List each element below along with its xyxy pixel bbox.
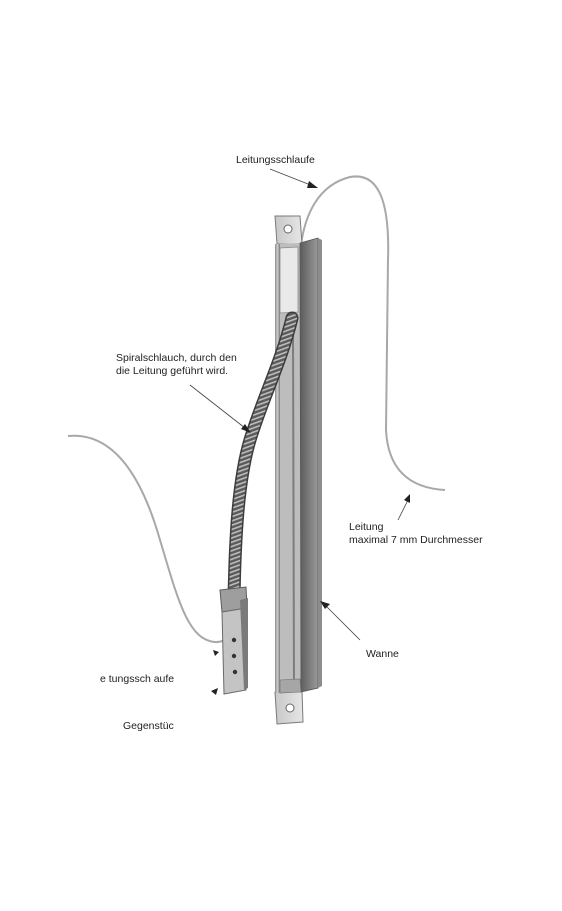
label-spiralschlauch-line1: Spiralschlauch, durch den	[116, 352, 237, 364]
spiralschlauch-hose	[227, 311, 299, 607]
pointer-spiralschlauch	[189, 384, 251, 433]
label-spiralschlauch-line2: die Leitung geführt wird.	[116, 365, 229, 377]
cable-top-loop	[300, 175, 446, 491]
pointer-leitungsschlaufe-top	[269, 168, 318, 188]
label-gegenstueck: Gegenstüc	[123, 720, 174, 732]
label-leitung-line2: maximal 7 mm Durchmesser	[349, 534, 483, 546]
cable-bottom-loop	[67, 434, 234, 644]
label-leitungsschlaufe-top: Leitungsschlaufe	[236, 154, 315, 166]
pointer-leitung	[397, 494, 410, 521]
label-leitung-line1: Leitung	[349, 521, 384, 533]
pointer-wanne	[320, 601, 361, 641]
wanne-channel	[274, 215, 322, 725]
pointer-gegenstueck	[211, 688, 218, 695]
label-wanne: Wanne	[366, 648, 399, 660]
label-leitungsschlaufe-bottom: e tungssch aufe	[100, 673, 175, 685]
pointer-leitungsschlaufe-bottom	[213, 650, 219, 656]
gegenstueck-part	[219, 586, 248, 695]
